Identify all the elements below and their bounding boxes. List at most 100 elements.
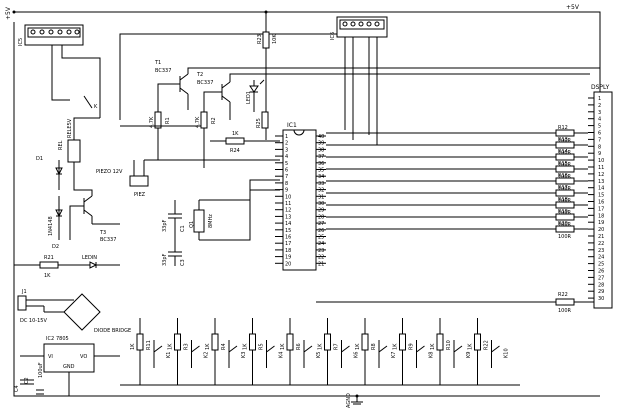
r23-label: R23: [257, 34, 263, 44]
t2-part: BC337: [197, 80, 213, 86]
ic1-pin-number: 6: [285, 168, 288, 174]
dsply-pin-number: 3: [598, 110, 601, 116]
display-resistor-value: 100R: [558, 162, 572, 168]
dsply-pin-number: 10: [598, 158, 604, 164]
r24-resistor: [210, 137, 280, 145]
dsply-pin-number: 20: [598, 227, 604, 233]
dsply-pin-number: 5: [598, 124, 601, 130]
r24-label: R24: [230, 148, 240, 154]
key-switch: [453, 345, 463, 353]
display-resistor-label: R13: [558, 137, 568, 143]
r22-label: R22: [558, 292, 568, 298]
t3-transistor: [69, 189, 120, 240]
key-switch: [378, 345, 388, 353]
ic1-pin-number: 1: [285, 134, 288, 140]
ic5-connector: [24, 24, 101, 118]
dsply-pin-number: 13: [598, 179, 604, 185]
r21-resistor: [14, 261, 90, 269]
ic1-pin-number: 33: [318, 181, 324, 187]
display-resistor-value: 100R: [558, 186, 572, 192]
ic1-pin-number: 22: [318, 255, 324, 261]
reg-vout: VO: [80, 354, 87, 360]
ic1-pin-number: 34: [318, 174, 324, 180]
key-label: K1: [166, 352, 172, 358]
r25-label: R25: [256, 118, 262, 128]
relay-part: RELE5V: [67, 118, 73, 138]
c4-capacitor: [20, 379, 34, 385]
display-resistor-value: 100R: [558, 234, 572, 240]
crystal-q1: [193, 179, 280, 241]
d2-label: D2: [52, 244, 59, 250]
key-label: K4: [279, 352, 285, 358]
key-switch: [303, 345, 313, 353]
key-resistor-label: R6: [296, 343, 302, 350]
ic1-pin-number: 31: [318, 194, 324, 200]
piezo-buzzer: [129, 159, 280, 187]
display-resistor-label: R14: [558, 149, 568, 155]
key-resistor-value: 1K: [468, 343, 474, 350]
ic1-pin-number: 4: [285, 154, 288, 160]
display-resistor-label: R19: [558, 209, 568, 215]
c3-value: 100uF: [38, 362, 44, 378]
ic1-label: IC1: [287, 122, 297, 129]
key-resistor: [286, 333, 294, 351]
key-resistor: [474, 333, 481, 351]
dsply-pins: 1234567891011121314151617181920212223242…: [588, 96, 604, 302]
diode-bridge: [43, 293, 101, 331]
ic1-pin-number: 13: [285, 214, 291, 220]
d1-label: D1: [36, 156, 43, 162]
key-resistor-label: R9: [409, 343, 415, 350]
jack-label: J1: [21, 289, 27, 295]
q1-label: Q1: [189, 221, 195, 228]
dsply-pin-number: 14: [598, 186, 604, 192]
key-switch: [153, 345, 163, 353]
vcc-right-label: +5V: [566, 4, 580, 11]
ic1-pin-number: 20: [285, 261, 291, 267]
ic1-pin-number: 10: [285, 194, 291, 200]
key-resistor-label: R4: [221, 343, 227, 350]
c3-label: C2: [24, 377, 30, 384]
display-resistor-label: R18: [558, 197, 568, 203]
ic1-chip: [282, 129, 317, 271]
key-label: K2: [204, 352, 210, 358]
t1-ref: T1: [154, 60, 161, 66]
display-resistor-label: R20: [558, 221, 568, 227]
key-label: K8: [429, 352, 435, 358]
r22-resistor: [316, 298, 594, 306]
ic1-pin-number: 24: [318, 241, 324, 247]
bridge-label: DIODE BRIDGE: [94, 328, 131, 334]
key-switch: [491, 345, 500, 353]
r24-value: 1K: [232, 131, 239, 137]
dc-jack: [17, 295, 44, 311]
key-label: K3: [241, 352, 247, 358]
d1-diode: [55, 160, 63, 190]
piezo-label: PIEZ: [134, 192, 146, 198]
key-label: K7: [391, 352, 397, 358]
led1-label: LED1: [246, 91, 252, 104]
ic1-pin-number: 25: [318, 235, 324, 241]
key-resistor-value: 1K: [130, 343, 136, 350]
key-resistor-label: R5: [259, 343, 265, 350]
dsply-pin-number: 1: [598, 96, 601, 102]
display-resistor-value: 100R: [558, 210, 572, 216]
display-resistor-value: 100R: [558, 138, 572, 144]
key-switch: [341, 345, 350, 353]
t3-ref: T3: [99, 230, 106, 236]
dsply-pin-number: 26: [598, 269, 604, 275]
t2-transistor: [203, 73, 590, 120]
key-label: K10: [504, 348, 510, 358]
ic1-pin-number: 18: [285, 248, 291, 254]
d2-part: 1N4148: [48, 216, 54, 236]
dsply-pin-number: 4: [598, 117, 601, 123]
ic1-pin-number: 19: [285, 255, 291, 261]
key-resistor-label: R11: [146, 340, 152, 350]
ic1-pin-number: 37: [318, 154, 324, 160]
ic1-pin-number: 8: [285, 181, 288, 187]
jack-desc: DC 10-15V: [20, 318, 47, 324]
dsply-pin-number: 18: [598, 213, 604, 219]
key-resistor-value: 1K: [355, 343, 361, 350]
dsply-pin-number: 30: [598, 296, 604, 302]
key-resistor: [399, 333, 406, 351]
r21-value: 1K: [44, 273, 51, 279]
ic1-pin-number: 29: [318, 208, 324, 214]
